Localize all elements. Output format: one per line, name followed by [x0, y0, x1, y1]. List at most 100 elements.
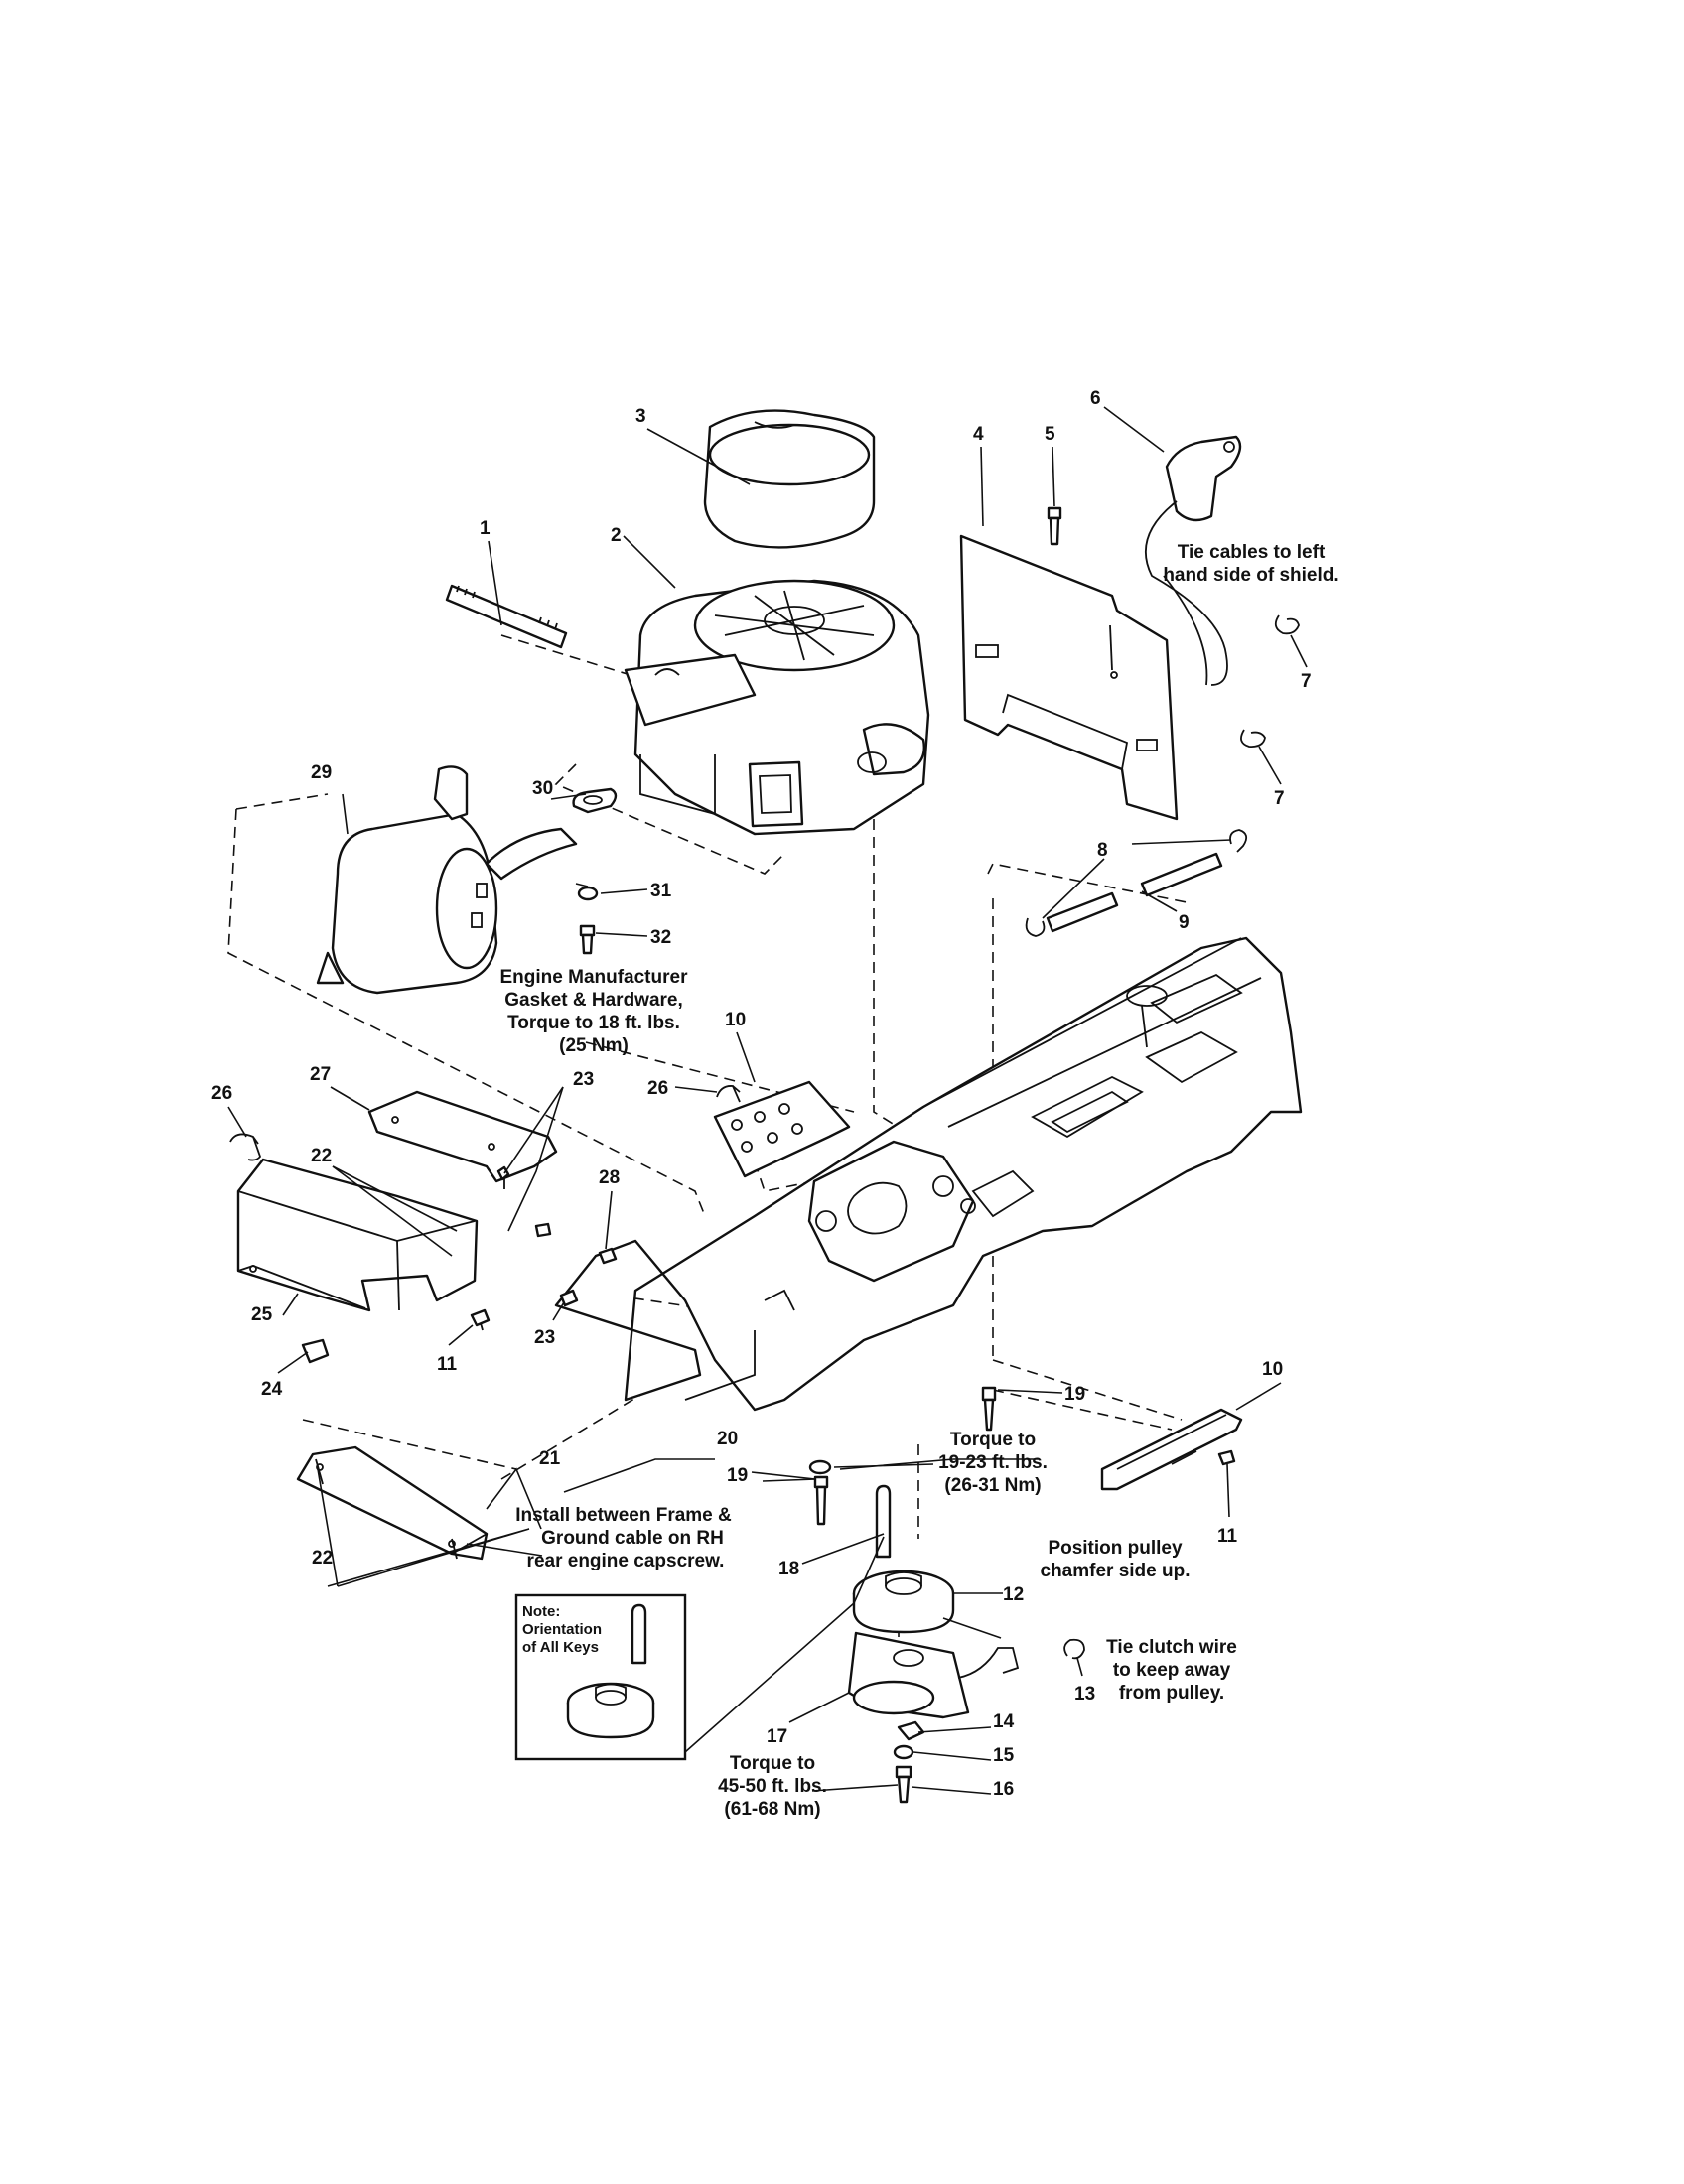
note-engine-line-4: (25 Nm) — [559, 1035, 629, 1056]
tractor-frame — [554, 936, 1303, 1412]
screw-part-11b — [1217, 1449, 1236, 1466]
note-tie-clutch: Tie clutch wire to keep away from pulley… — [1106, 1637, 1237, 1704]
tube-part-9 — [1046, 852, 1223, 933]
key-part-18 — [875, 1484, 892, 1559]
capscrew-part-19b — [813, 1475, 829, 1526]
air-filter-ring-part-3 — [703, 409, 876, 549]
callout-numbers: 1 2 3 4 5 6 7 7 8 9 10 10 11 11 12 13 14… — [211, 388, 1312, 1800]
capscrew-part-32 — [579, 924, 596, 955]
stud-part-1 — [445, 584, 568, 649]
plate-part-10-center — [713, 1080, 851, 1178]
screw-part-23b — [559, 1289, 579, 1307]
callout-4: 4 — [973, 424, 984, 445]
note-tie-clutch-line-2: to keep away — [1113, 1660, 1231, 1681]
leader-lines — [227, 406, 1308, 1795]
callout-24: 24 — [261, 1379, 283, 1400]
callout-29: 29 — [311, 762, 332, 783]
callout-9: 9 — [1179, 912, 1190, 933]
callout-5: 5 — [1045, 424, 1055, 445]
note-install-line-3: rear engine capscrew. — [527, 1551, 725, 1571]
orientation-inset: Note: Orientation of All Keys — [514, 1593, 687, 1761]
note-position-pulley-line-2: chamfer side up. — [1041, 1561, 1191, 1581]
clutch-part-17 — [847, 1631, 1020, 1719]
plate-part-10-right — [1100, 1408, 1243, 1491]
cable-tie-part-7a — [1274, 614, 1300, 635]
callout-22b: 22 — [312, 1548, 333, 1569]
callout-19b: 19 — [727, 1465, 748, 1486]
throttle-control-part-6 — [1144, 435, 1242, 686]
callout-22a: 22 — [311, 1146, 332, 1166]
note-install-line-2: Ground cable on RH — [541, 1528, 724, 1549]
note-torque-19-23-line-2: 19-23 ft. lbs. — [938, 1452, 1048, 1473]
callout-23a: 23 — [573, 1069, 594, 1090]
callout-7b: 7 — [1274, 788, 1285, 809]
callout-13: 13 — [1074, 1684, 1095, 1705]
callout-17: 17 — [767, 1726, 787, 1747]
gasket-part-30 — [572, 787, 618, 814]
screw-part-28 — [598, 1247, 618, 1265]
callout-18: 18 — [778, 1559, 799, 1579]
callout-20: 20 — [717, 1429, 738, 1449]
callout-21: 21 — [539, 1448, 561, 1469]
callout-10b: 10 — [725, 1010, 746, 1030]
hose-clamp-part-8 — [1025, 829, 1248, 937]
screw-part-23a-bolt — [534, 1222, 552, 1238]
note-torque-19-23: Torque to 19-23 ft. lbs. (26-31 Nm) — [938, 1430, 1048, 1496]
orientation-note-line-3: of All Keys — [522, 1639, 599, 1656]
bolt-part-16 — [895, 1765, 912, 1804]
muffler-guard-part-25 — [236, 1158, 479, 1312]
nut-part-14 — [897, 1720, 925, 1741]
callout-11b: 11 — [1217, 1526, 1238, 1547]
orientation-note-line-1: Note: — [522, 1603, 560, 1620]
callout-32: 32 — [650, 927, 671, 948]
note-torque-45-50-line-3: (61-68 Nm) — [724, 1799, 820, 1820]
nut-part-24 — [301, 1338, 330, 1364]
callout-27: 27 — [310, 1064, 331, 1085]
screw-part-11a — [470, 1308, 491, 1331]
note-tie-cables-line-2: hand side of shield. — [1163, 565, 1338, 586]
bracket-part-27 — [367, 1090, 558, 1183]
plate-part-21 — [296, 1445, 489, 1561]
note-torque-19-23-line-1: Torque to — [950, 1430, 1036, 1450]
note-tie-clutch-line-3: from pulley. — [1119, 1683, 1224, 1704]
callout-26a: 26 — [211, 1083, 232, 1104]
capscrew-part-19a — [981, 1386, 997, 1432]
clip-part-26a — [229, 1133, 262, 1161]
washer-part-20 — [808, 1459, 832, 1475]
note-torque-45-50-line-2: 45-50 ft. lbs. — [718, 1776, 827, 1797]
callout-16: 16 — [993, 1779, 1014, 1800]
note-torque-19-23-line-3: (26-31 Nm) — [944, 1475, 1041, 1496]
callout-12: 12 — [1003, 1584, 1024, 1605]
callout-25: 25 — [251, 1304, 273, 1325]
shield-part-4 — [959, 534, 1179, 821]
note-install-between: Install between Frame & Ground cable on … — [515, 1505, 732, 1571]
note-tie-cables: Tie cables to left hand side of shield. — [1163, 542, 1338, 586]
cable-tie-part-7b — [1240, 729, 1266, 748]
callout-11a: 11 — [437, 1354, 458, 1375]
callout-8: 8 — [1097, 840, 1108, 861]
muffler-part-29 — [316, 765, 578, 995]
washer-part-15 — [893, 1744, 914, 1760]
callout-1: 1 — [480, 518, 491, 539]
note-engine-line-2: Gasket & Hardware, — [504, 990, 683, 1011]
callout-14: 14 — [993, 1711, 1015, 1732]
note-engine-line-3: Torque to 18 ft. lbs. — [507, 1013, 680, 1033]
callout-10a: 10 — [1262, 1359, 1283, 1380]
callout-2: 2 — [611, 525, 622, 546]
wire-tie-part-13 — [1063, 1638, 1085, 1660]
callout-23b: 23 — [534, 1327, 555, 1348]
pulley-part-12 — [852, 1570, 955, 1634]
callout-6: 6 — [1090, 388, 1101, 409]
callout-28: 28 — [599, 1167, 620, 1188]
callout-31: 31 — [650, 881, 672, 901]
engine-part-2 — [624, 579, 930, 836]
note-engine-manufacturer: Engine Manufacturer Gasket & Hardware, T… — [500, 967, 689, 1056]
note-engine-line-1: Engine Manufacturer — [500, 967, 689, 988]
note-torque-45-50: Torque to 45-50 ft. lbs. (61-68 Nm) — [718, 1753, 827, 1820]
note-position-pulley: Position pulley chamfer side up. — [1041, 1538, 1191, 1581]
note-tie-clutch-line-1: Tie clutch wire — [1106, 1637, 1237, 1658]
note-position-pulley-line-1: Position pulley — [1048, 1538, 1183, 1559]
lockwasher-part-31 — [577, 886, 599, 901]
note-install-line-1: Install between Frame & — [515, 1505, 732, 1526]
